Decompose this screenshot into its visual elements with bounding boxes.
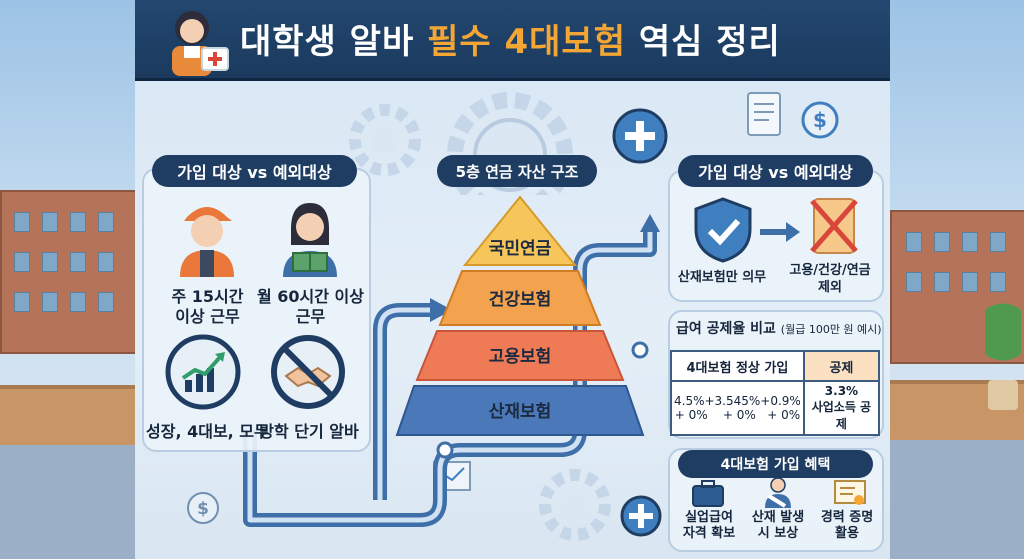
growth-chart-icon: [165, 334, 241, 410]
benefit-2-label: 산재 발생 시 보상: [751, 510, 805, 541]
plant: [985, 300, 1021, 380]
crossed-document-icon: [810, 198, 858, 254]
comparison-title: 급여 공제율 비교 (월급 100만 원 예시): [676, 321, 882, 337]
page-title: 대학생 알바 필수 4대보험 역심 정리: [240, 14, 781, 63]
title-part2: 역심 정리: [638, 22, 781, 62]
left-desk: [0, 385, 140, 449]
left-item-1-label: 주 15시간 이상 근무: [171, 287, 244, 326]
pyramid-tier-4: [395, 385, 645, 436]
center-panel-header: 5층 연금 자산 구조: [437, 155, 597, 187]
left-panel: [142, 168, 371, 452]
no-handshake-icon: [271, 335, 345, 409]
comparison-table: 4대보험 정상 가입 공제 4.5%+3.545%+0.9% + 0% + 0%…: [670, 350, 881, 436]
svg-text:$: $: [197, 499, 209, 519]
benefits-header: 4대보험 가입 혜택: [678, 450, 873, 478]
comparison-cell-right: 3.3% 사업소득 공제: [802, 380, 881, 436]
comparison-header-right: 공제: [802, 350, 881, 382]
document-icon: [747, 92, 781, 136]
left-floor: [0, 445, 140, 559]
left-item-2-label: 월 60시간 이상 근무: [256, 287, 364, 326]
briefcase-icon: [692, 480, 724, 507]
plus-icon: [620, 495, 662, 537]
left-panel-header: 가입 대상 vs 예외대상: [152, 155, 357, 187]
benefit-1-label: 실업급여 자격 확보: [682, 510, 736, 541]
left-item-4-label: 방학 단기 알바: [259, 422, 359, 441]
flow-path: [243, 214, 660, 527]
plant-pot: [988, 380, 1018, 410]
worker-cap-icon: [180, 207, 234, 277]
right-floor: [890, 440, 1024, 559]
pyramid-tier-3: [415, 330, 625, 381]
right-top-right-caption: 고용/건강/연금 제외: [789, 263, 871, 295]
left-item-3-label: 성장, 4대보, 모두: [146, 422, 269, 441]
pension-pyramid: [395, 195, 645, 436]
worker-avatar-icon: [172, 11, 229, 76]
benefit-3-label: 경력 증명 활용: [820, 510, 874, 541]
left-building: [0, 190, 144, 354]
tier-label-1: 국민연금: [488, 238, 552, 259]
svg-text:$: $: [813, 108, 827, 132]
tier-label-2: 건강보험: [488, 289, 552, 310]
injured-worker-icon: [765, 477, 791, 508]
right-top-left-caption: 산재보험만 의무: [677, 270, 767, 285]
gear-icon: [349, 104, 421, 176]
comparison-header-left: 4대보험 정상 가입: [670, 350, 805, 382]
pyramid-tier-2: [438, 270, 602, 326]
tier-label-3: 고용보험: [488, 346, 552, 367]
title-part1: 대학생 알바: [240, 22, 415, 62]
gear-icon: [539, 469, 611, 541]
dollar-icon: $: [187, 492, 219, 524]
title-highlight: 필수 4대보험: [427, 22, 626, 62]
dollar-icon: $: [801, 101, 839, 139]
shield-check-icon: [694, 197, 752, 263]
pyramid-tier-1: [462, 195, 578, 266]
title-bar: [135, 0, 890, 81]
student-reading-icon: [283, 203, 337, 277]
right-top-header: 가입 대상 vs 예외대상: [678, 155, 873, 187]
tier-label-4: 산재보험: [488, 401, 552, 422]
comparison-cell-left: 4.5%+3.545%+0.9% + 0% + 0% + 0%: [670, 380, 805, 436]
certificate-icon: [834, 480, 866, 505]
plus-icon: [612, 108, 668, 164]
arrow-right-icon: [760, 222, 800, 242]
